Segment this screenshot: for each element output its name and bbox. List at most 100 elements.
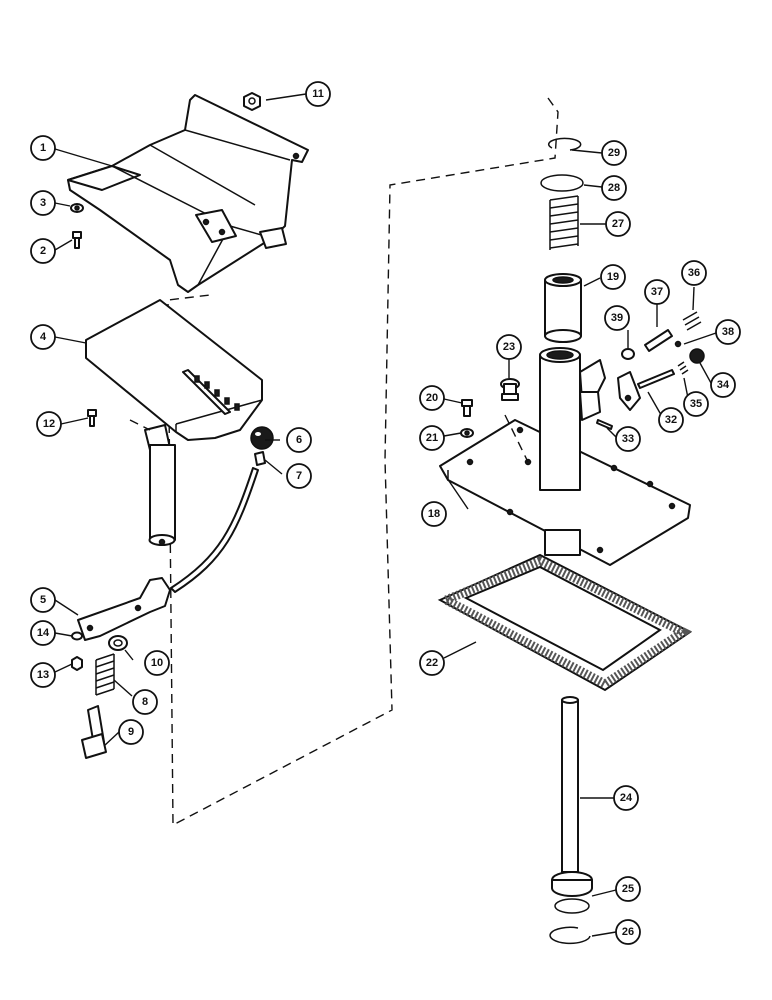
callout-20: 20	[419, 385, 445, 411]
callout-11: 11	[305, 81, 331, 107]
part-14-washer	[71, 631, 83, 641]
callout-1: 1	[30, 135, 56, 161]
callout-3: 3	[30, 190, 56, 216]
part-22-gasket	[435, 553, 692, 692]
callout-label: 21	[426, 432, 438, 444]
callout-14: 14	[30, 620, 56, 646]
callout-26: 26	[615, 919, 641, 945]
callout-13: 13	[30, 662, 56, 688]
callout-10: 10	[144, 650, 170, 676]
part-35-spring	[677, 361, 689, 375]
part-33-pin	[596, 419, 613, 430]
part-21-washer	[460, 428, 474, 438]
part-23-breather	[500, 378, 520, 401]
part-32-detent-lever	[617, 369, 675, 411]
part-11-nut	[243, 92, 261, 111]
shift-rod	[170, 467, 259, 593]
callout-label: 23	[503, 341, 515, 353]
part-37-pin	[644, 329, 673, 352]
callout-label: 11	[312, 88, 324, 100]
part-29-snap-ring	[547, 137, 582, 151]
callout-label: 12	[43, 418, 55, 430]
part-13-nut	[71, 656, 83, 671]
callout-25: 25	[615, 876, 641, 902]
callout-28: 28	[601, 175, 627, 201]
callout-24: 24	[613, 785, 639, 811]
callout-4: 4	[30, 324, 56, 350]
callout-label: 38	[722, 326, 734, 338]
callout-label: 18	[428, 508, 440, 520]
part-12-screw	[87, 409, 97, 427]
callout-36: 36	[681, 260, 707, 286]
callout-label: 39	[611, 312, 623, 324]
callout-label: 20	[426, 392, 438, 404]
callout-label: 26	[622, 926, 634, 938]
callout-22: 22	[419, 650, 445, 676]
callout-label: 29	[608, 147, 620, 159]
callout-label: 6	[296, 434, 302, 446]
callout-32: 32	[658, 407, 684, 433]
part-10-washer	[108, 635, 128, 651]
callout-21: 21	[419, 425, 445, 451]
callout-35: 35	[683, 391, 709, 417]
callout-33: 33	[615, 426, 641, 452]
callout-label: 3	[40, 197, 46, 209]
callout-label: 32	[665, 414, 677, 426]
part-36-spring	[682, 311, 702, 331]
callout-34: 34	[710, 372, 736, 398]
callout-label: 35	[690, 398, 702, 410]
leader-lines	[54, 93, 717, 937]
callout-7: 7	[286, 463, 312, 489]
callout-label: 22	[426, 657, 438, 669]
callout-37: 37	[644, 279, 670, 305]
part-2-screw	[72, 231, 82, 249]
part-25-o-ring	[554, 898, 590, 914]
callout-label: 9	[128, 726, 134, 738]
callout-label: 27	[612, 218, 624, 230]
callout-2: 2	[30, 238, 56, 264]
part-7-setscrew	[254, 451, 266, 466]
callout-12: 12	[36, 411, 62, 437]
callouts: 1 2 3 4 5 6 7 8 9 10 11 12 13 14 18 19 2…	[30, 81, 741, 945]
part-19-bushing	[544, 273, 582, 343]
callout-label: 24	[620, 792, 633, 804]
callout-label: 10	[151, 657, 163, 669]
callout-label: 37	[651, 286, 663, 298]
part-34-ball	[689, 348, 705, 364]
callout-label: 2	[40, 245, 46, 257]
part-20-screw	[461, 399, 473, 417]
callout-label: 19	[607, 271, 619, 283]
callout-label: 25	[622, 883, 634, 895]
part-26-snap-ring	[549, 926, 591, 945]
callout-label: 1	[40, 142, 46, 154]
part-28-o-ring	[540, 174, 584, 192]
callout-label: 4	[40, 331, 47, 343]
callout-label: 7	[296, 470, 302, 482]
callout-9: 9	[118, 719, 144, 745]
callout-label: 28	[608, 182, 620, 194]
part-9-bolt	[81, 705, 107, 759]
callout-label: 5	[40, 594, 46, 606]
part-6-knob	[250, 426, 274, 450]
callout-23: 23	[496, 334, 522, 360]
callout-29: 29	[601, 140, 627, 166]
callout-label: 8	[142, 696, 148, 708]
part-4-pedal-plate	[85, 299, 263, 546]
part-3-washer	[70, 203, 84, 213]
callout-8: 8	[132, 689, 158, 715]
part-38-ball	[674, 340, 682, 348]
callout-39: 39	[604, 305, 630, 331]
part-1-bracket	[67, 94, 309, 293]
callout-27: 27	[605, 211, 631, 237]
callout-label: 34	[717, 379, 730, 391]
part-27-spring	[549, 195, 579, 250]
callout-38: 38	[715, 319, 741, 345]
callout-5: 5	[30, 587, 56, 613]
callout-6: 6	[286, 427, 312, 453]
part-24-shaft	[551, 696, 593, 897]
callout-18: 18	[421, 501, 447, 527]
callout-label: 33	[622, 433, 634, 445]
callout-19: 19	[600, 264, 626, 290]
part-39-washer	[621, 348, 635, 360]
